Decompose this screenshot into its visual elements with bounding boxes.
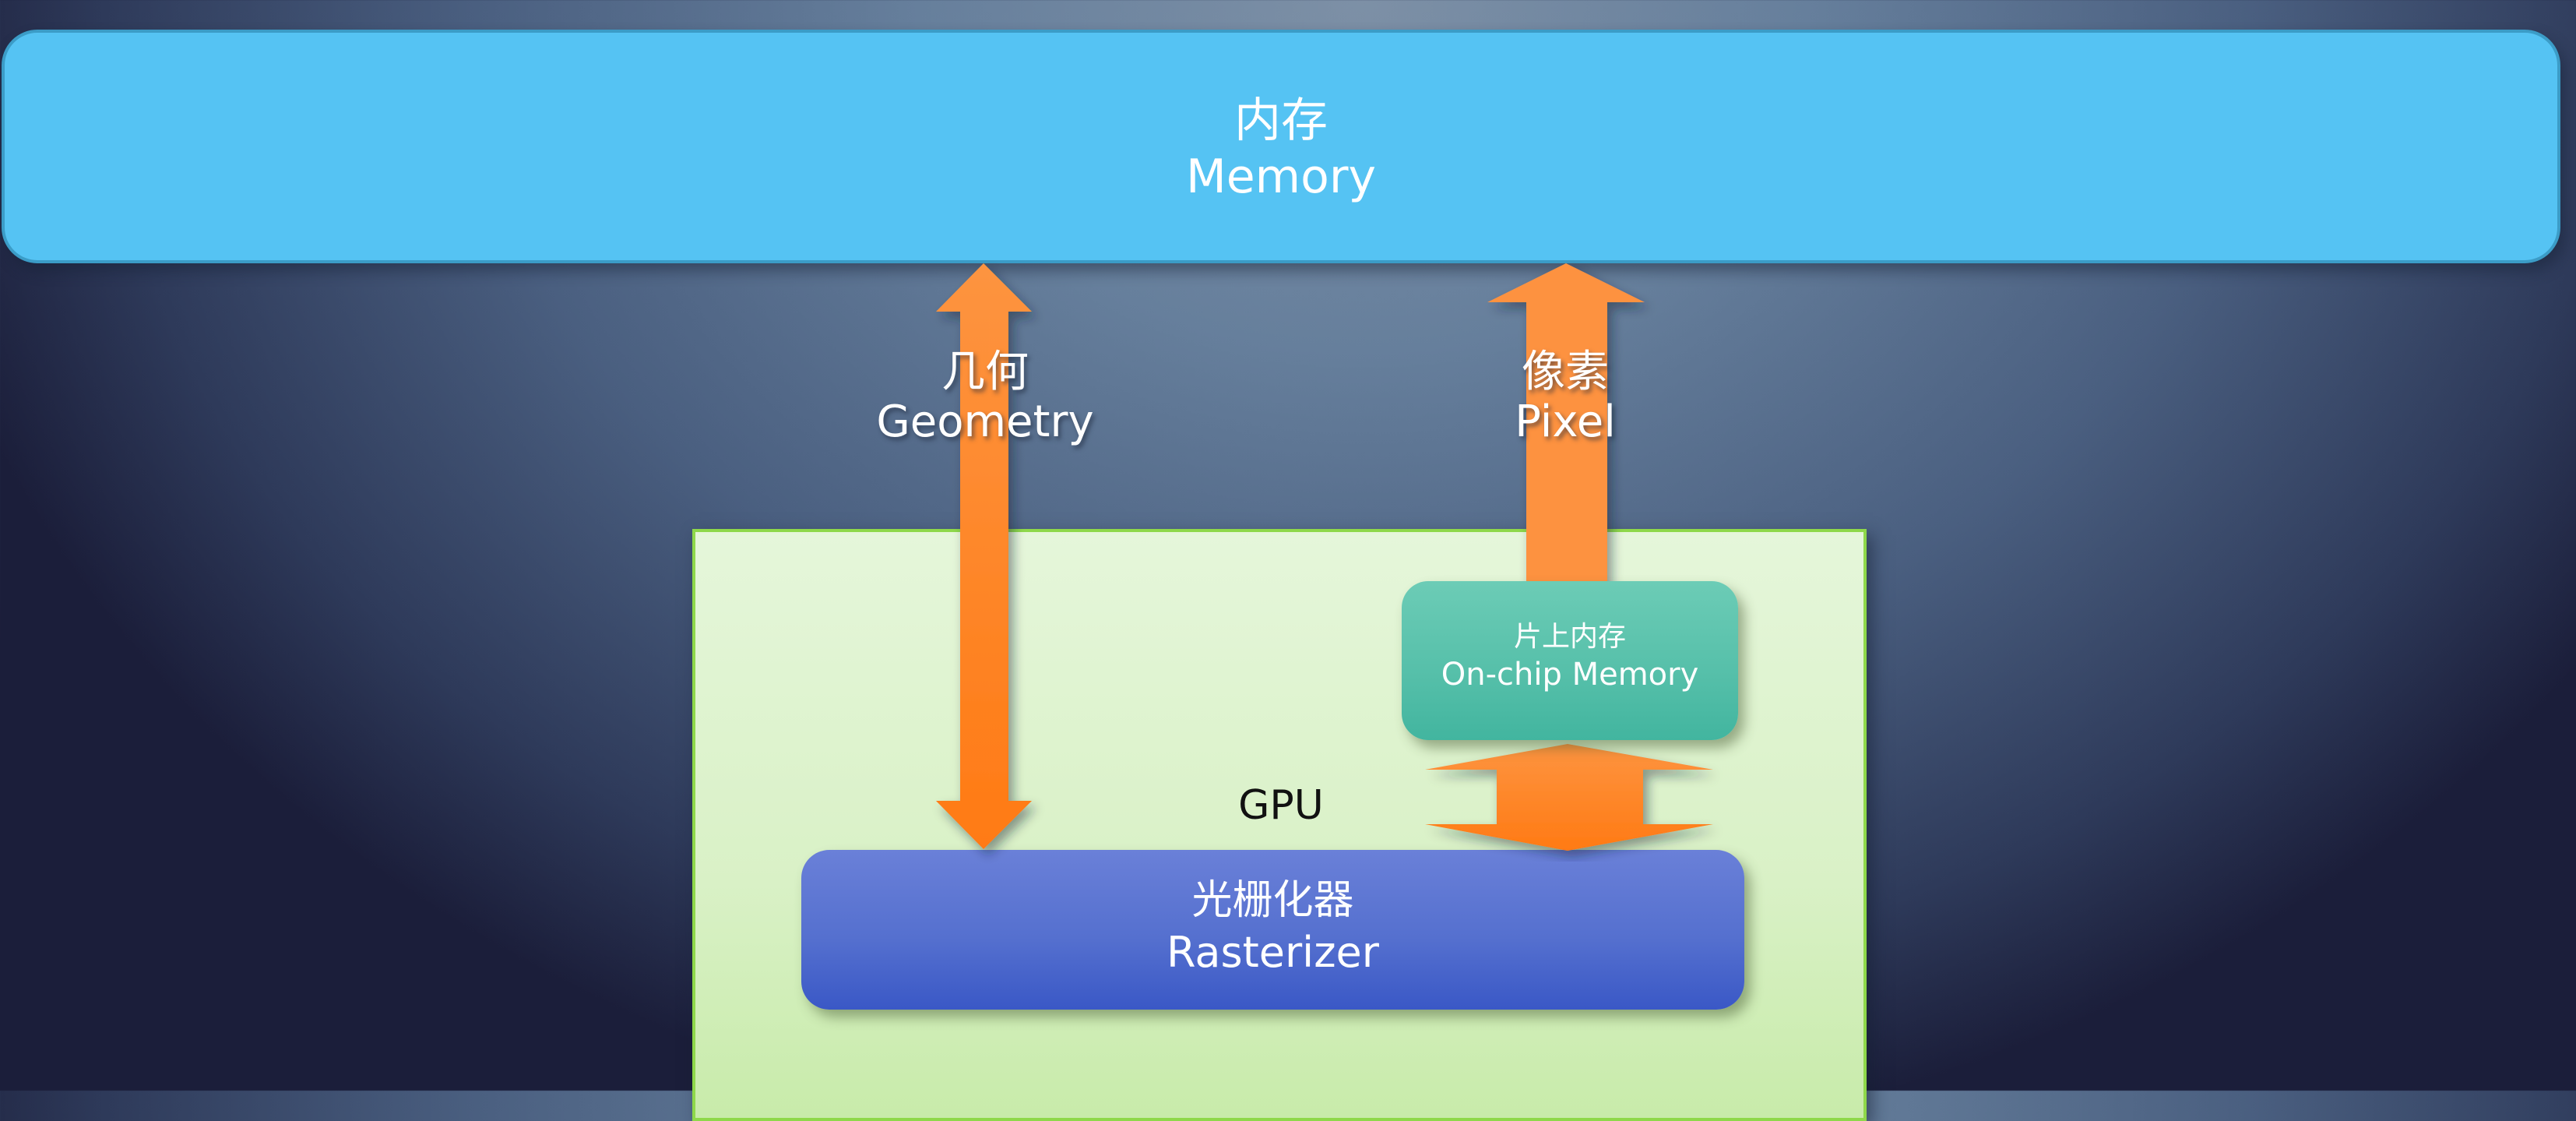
pixel-label-en: Pixel bbox=[1515, 397, 1616, 447]
pixel-arrow-icon bbox=[1487, 263, 1645, 592]
gpu-label: GPU bbox=[1238, 782, 1324, 829]
rasterizer-box: 光栅化器 Rasterizer bbox=[801, 850, 1744, 1010]
geometry-label-zh: 几何 bbox=[941, 347, 1029, 397]
geometry-arrow-icon bbox=[936, 263, 1032, 849]
onchip-memory-box: 片上内存 On-chip Memory bbox=[1402, 581, 1738, 740]
memory-label-zh: 内存 bbox=[1234, 93, 1328, 148]
pixel-label: 像素 Pixel bbox=[1464, 347, 1666, 447]
arrows-layer bbox=[936, 263, 1713, 851]
onchip-memory-label-en: On-chip Memory bbox=[1441, 657, 1699, 693]
geometry-label: 几何 Geometry bbox=[857, 347, 1114, 447]
pixel-label-zh: 像素 bbox=[1522, 347, 1609, 397]
rasterizer-label-en: Rasterizer bbox=[1167, 928, 1379, 977]
memory-box: 内存 Memory bbox=[2, 30, 2560, 263]
onchip-rasterizer-arrow-icon bbox=[1425, 744, 1713, 851]
memory-label-en: Memory bbox=[1185, 150, 1376, 204]
geometry-label-en: Geometry bbox=[876, 397, 1094, 447]
onchip-memory-label-zh: 片上内存 bbox=[1513, 621, 1626, 653]
rasterizer-label-zh: 光栅化器 bbox=[1191, 877, 1354, 924]
